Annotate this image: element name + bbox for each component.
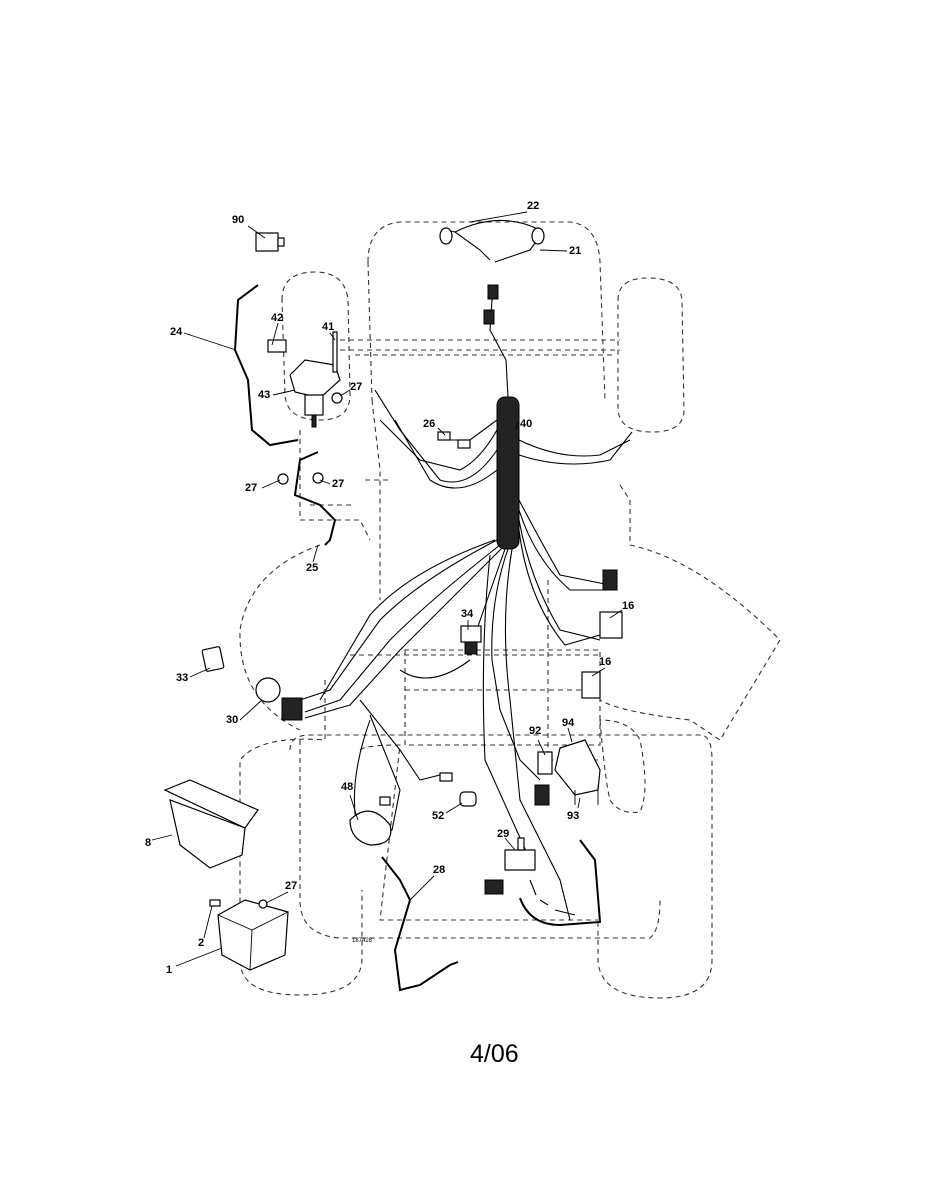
callout-33: 33 — [176, 672, 189, 684]
callout-94: 94 — [562, 717, 575, 729]
switch-29 — [484, 837, 536, 895]
solenoid-43 — [289, 359, 341, 428]
footer-date: 4/06 — [470, 1040, 519, 1068]
callout-43: 43 — [258, 389, 271, 401]
battery-tray-8 — [163, 779, 259, 869]
boot-42 — [267, 339, 287, 353]
callout-25: 25 — [306, 562, 319, 574]
seat-switch-16 — [581, 569, 623, 699]
nut-27d — [258, 899, 268, 909]
callout-26: 26 — [423, 418, 436, 430]
callout-48: 48 — [341, 781, 354, 793]
ignition-switch-30 — [255, 677, 303, 721]
nut-27b — [277, 473, 289, 485]
connector-26 — [437, 431, 471, 449]
callout-42: 42 — [271, 312, 284, 324]
callout-93: 93 — [567, 810, 580, 822]
bolt-2 — [209, 899, 221, 907]
switch-34 — [460, 625, 482, 655]
tractor-outline — [239, 221, 781, 999]
nut-27a — [331, 392, 343, 404]
harness-sleeve-40 — [496, 396, 520, 550]
callout-30: 30 — [226, 714, 239, 726]
callout-27-left-nut: 27 — [245, 482, 258, 494]
parts — [163, 227, 623, 971]
fuse-52 — [459, 791, 477, 807]
fuse-holder-90 — [255, 232, 285, 252]
callout-92: 92 — [529, 725, 542, 737]
key-33 — [201, 646, 225, 672]
callout-27-right-nut: 27 — [332, 478, 345, 490]
callout-28: 28 — [433, 864, 446, 876]
callout-27-solenoid: 27 — [350, 381, 363, 393]
callout-34: 34 — [461, 608, 474, 620]
callout-1: 1 — [166, 964, 173, 976]
module-94 — [554, 739, 601, 796]
callout-16-upper: 16 — [622, 600, 635, 612]
headlight-21-22 — [439, 227, 545, 325]
callout-leaders — [151, 211, 623, 967]
callout-16-lower: 16 — [599, 656, 612, 668]
wire-harness — [233, 219, 633, 992]
callout-29: 29 — [497, 828, 510, 840]
screws-93 — [574, 785, 599, 805]
callout-24: 24 — [170, 326, 183, 338]
screw-41 — [332, 331, 338, 373]
battery-1 — [217, 899, 289, 971]
callout-40: 40 — [520, 418, 533, 430]
harness-48 — [349, 772, 453, 846]
callout-27-battery: 27 — [285, 880, 298, 892]
callout-41: 41 — [322, 321, 335, 333]
callout-21: 21 — [569, 245, 582, 257]
callout-52: 52 — [432, 810, 445, 822]
callout-2: 2 — [198, 937, 205, 949]
callout-8: 8 — [145, 837, 152, 849]
callout-22: 22 — [527, 200, 540, 212]
drawing-number: 187428 — [352, 938, 373, 944]
nut-27c — [312, 472, 324, 484]
callout-90: 90 — [232, 214, 245, 226]
connector-92 — [534, 751, 553, 806]
